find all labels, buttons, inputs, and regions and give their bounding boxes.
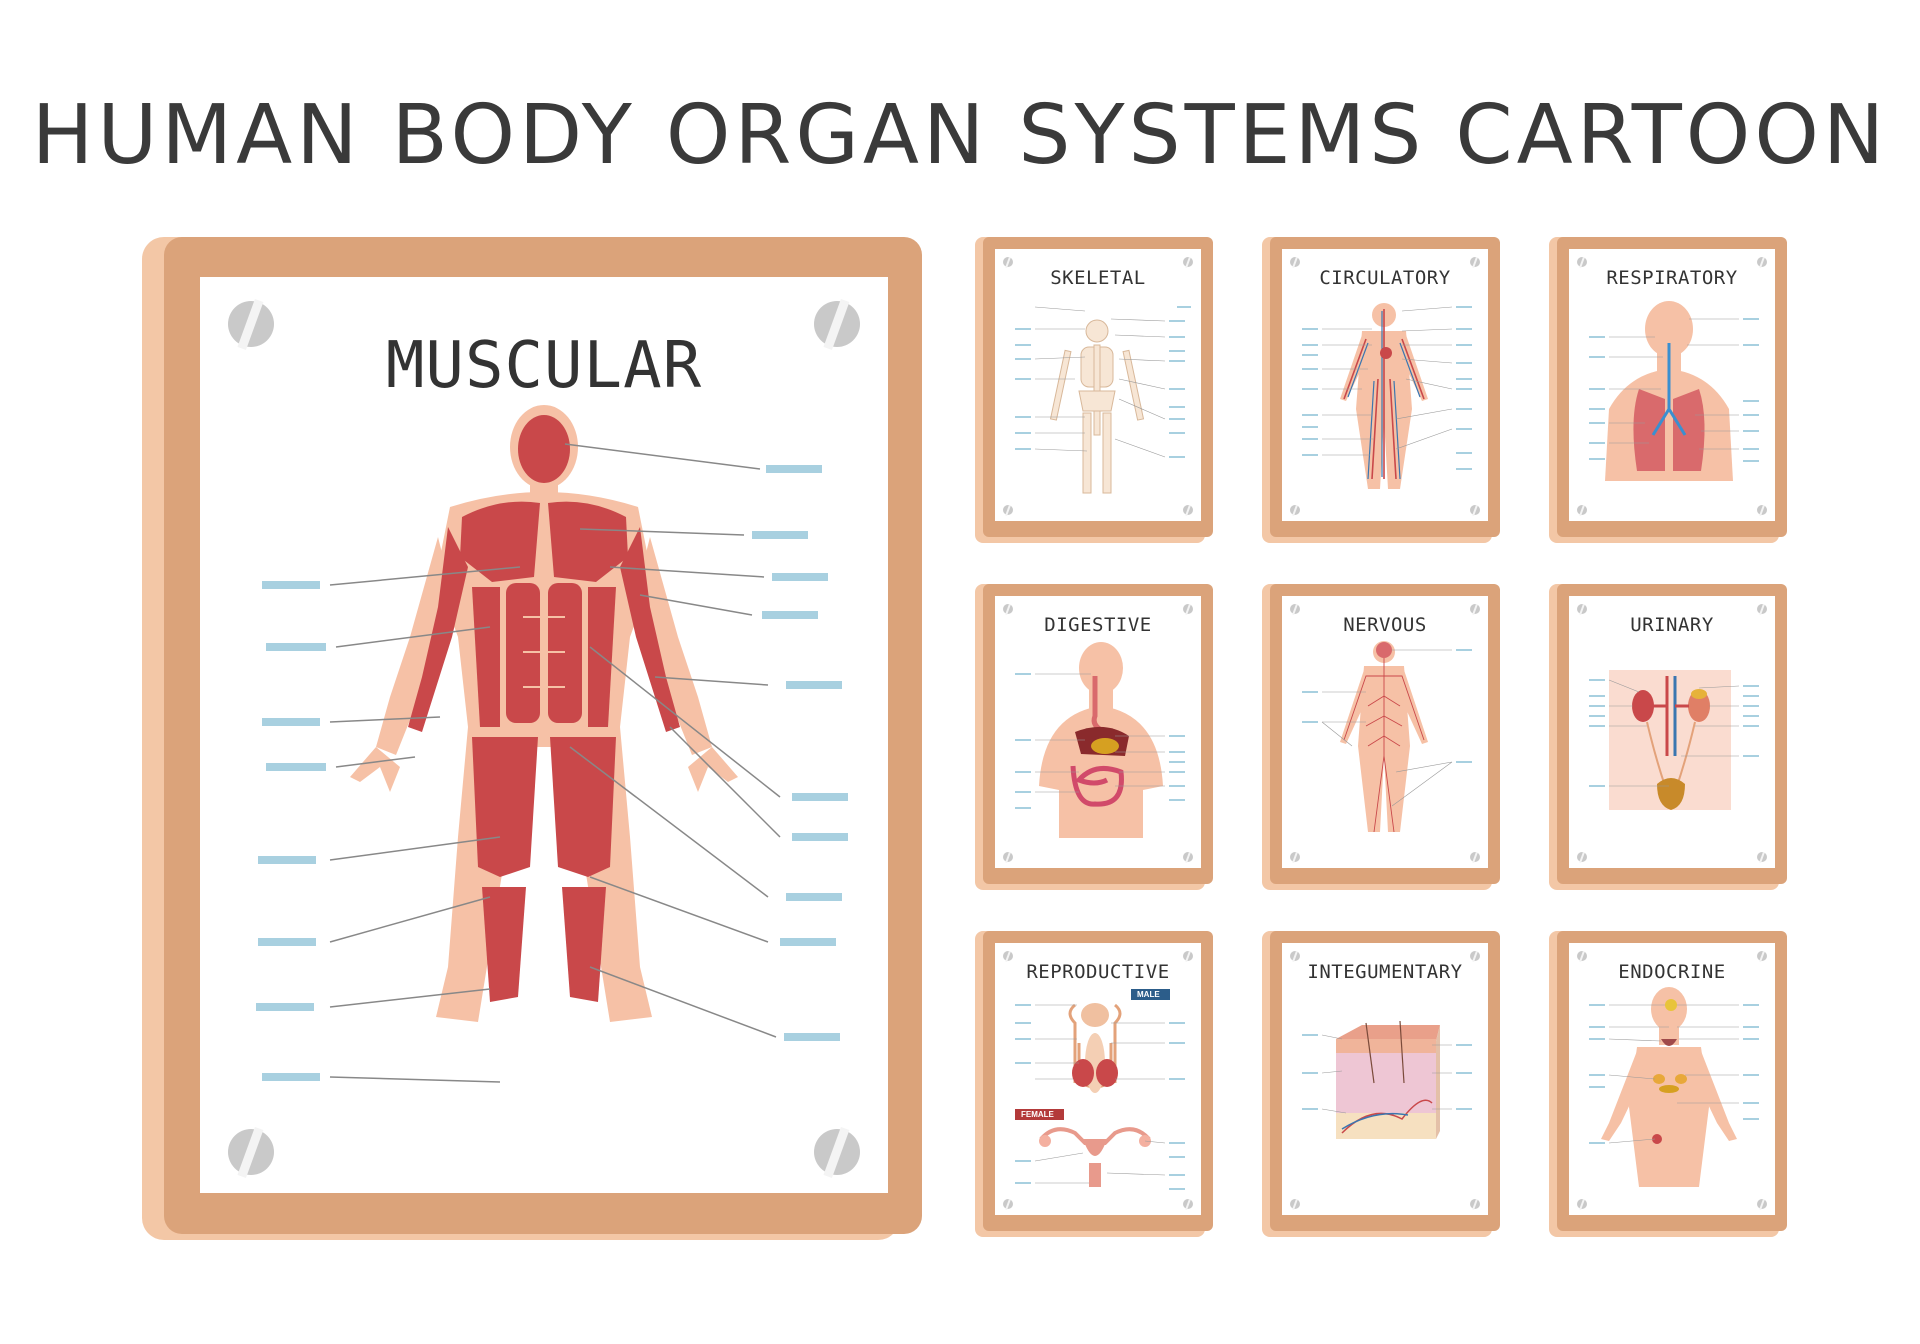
screw-icon <box>1290 604 1300 614</box>
screw-icon <box>1577 1199 1587 1209</box>
screw-icon <box>1290 1199 1300 1209</box>
reproductive-title: REPRODUCTIVE <box>1026 961 1170 983</box>
circulatory-board: CIRCULATORY <box>1262 237 1500 543</box>
screw-icon <box>1183 852 1193 862</box>
screw-icon <box>228 1129 274 1175</box>
screw-icon <box>1470 951 1480 961</box>
skeletal-board: SKELETAL <box>975 237 1213 543</box>
female-tag: FEMALE <box>1015 1109 1064 1120</box>
reproductive-figure <box>1015 1003 1185 1190</box>
screw-icon <box>228 301 274 347</box>
screw-icon <box>1757 951 1767 961</box>
muscular-title: MUSCULAR <box>385 329 703 403</box>
screw-icon <box>1470 852 1480 862</box>
respiratory-figure <box>1589 301 1759 481</box>
muscular-board: MUSCULAR <box>142 237 922 1240</box>
urinary-title: URINARY <box>1630 614 1714 636</box>
endocrine-title: ENDOCRINE <box>1618 961 1726 983</box>
screw-icon <box>1183 951 1193 961</box>
screw-icon <box>1290 257 1300 267</box>
integumentary-board: INTEGUMENTARY <box>1262 931 1500 1237</box>
screw-icon <box>1290 852 1300 862</box>
screw-icon <box>1577 505 1587 515</box>
digestive-board: DIGESTIVE <box>975 584 1213 890</box>
screw-icon <box>1470 257 1480 267</box>
circulatory-title: CIRCULATORY <box>1319 267 1451 289</box>
page-title: HUMAN BODY ORGAN SYSTEMS CARTOON <box>31 88 1889 183</box>
screw-icon <box>1757 505 1767 515</box>
screw-icon <box>1183 505 1193 515</box>
screw-icon <box>1577 604 1587 614</box>
integumentary-title: INTEGUMENTARY <box>1307 961 1463 983</box>
nervous-figure <box>1302 641 1472 833</box>
screw-icon <box>1757 1199 1767 1209</box>
screw-icon <box>1003 604 1013 614</box>
muscular-figure <box>256 405 848 1083</box>
screw-icon <box>1003 852 1013 862</box>
screw-icon <box>1003 257 1013 267</box>
skeleton-figure <box>1015 306 1191 494</box>
skin-layers-figure <box>1302 1020 1472 1139</box>
screw-icon <box>1003 505 1013 515</box>
screw-icon <box>1577 852 1587 862</box>
respiratory-title: RESPIRATORY <box>1606 267 1738 289</box>
male-tag: MALE <box>1131 989 1170 1000</box>
screw-icon <box>1470 604 1480 614</box>
screw-icon <box>814 301 860 347</box>
screw-icon <box>1757 604 1767 614</box>
screw-icon <box>1470 1199 1480 1209</box>
urinary-board: URINARY <box>1549 584 1787 890</box>
screw-icon <box>1183 1199 1193 1209</box>
screw-icon <box>1003 951 1013 961</box>
screw-icon <box>1183 257 1193 267</box>
screw-icon <box>1290 505 1300 515</box>
urinary-figure <box>1589 670 1759 810</box>
screw-icon <box>1577 257 1587 267</box>
reproductive-board: REPRODUCTIVE MALE FEMALE <box>975 931 1213 1237</box>
skeletal-title: SKELETAL <box>1050 267 1146 289</box>
screw-icon <box>1577 951 1587 961</box>
screw-icon <box>1757 257 1767 267</box>
digestive-title: DIGESTIVE <box>1044 614 1152 636</box>
screw-icon <box>1003 1199 1013 1209</box>
endocrine-board: ENDOCRINE <box>1549 931 1787 1237</box>
circulatory-figure <box>1302 303 1472 489</box>
screw-icon <box>1183 604 1193 614</box>
nervous-board: NERVOUS <box>1262 584 1500 890</box>
screw-icon <box>1757 852 1767 862</box>
screw-icon <box>1290 951 1300 961</box>
endocrine-figure <box>1589 987 1759 1187</box>
screw-icon <box>814 1129 860 1175</box>
digestive-figure <box>1015 642 1185 838</box>
respiratory-board: RESPIRATORY <box>1549 237 1787 543</box>
screw-icon <box>1470 505 1480 515</box>
nervous-title: NERVOUS <box>1343 614 1427 636</box>
